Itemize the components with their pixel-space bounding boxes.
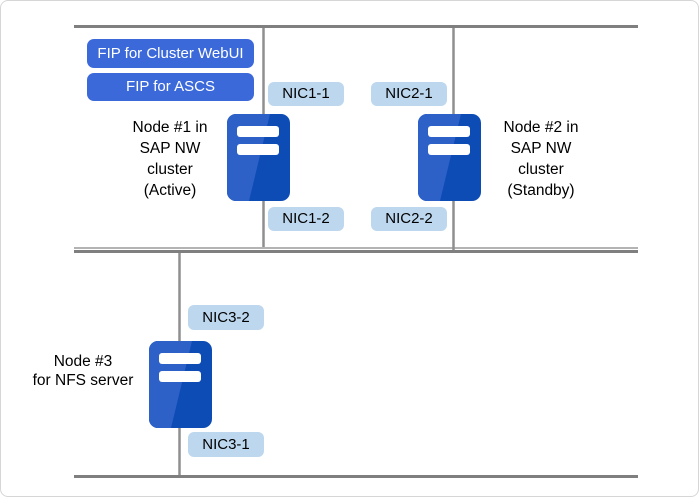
nic3-2-label: NIC3-2 bbox=[188, 305, 264, 330]
node2-label-line4: (Standby) bbox=[507, 182, 575, 199]
node1-server-icon bbox=[227, 114, 290, 201]
node2-server-icon bbox=[418, 114, 481, 201]
node2-label: Node #2 in SAP NW cluster (Standby) bbox=[461, 117, 621, 201]
nic3-1-label: NIC3-1 bbox=[188, 432, 264, 457]
node2-label-line3: cluster bbox=[518, 161, 564, 178]
nic2-1-label: NIC2-1 bbox=[371, 82, 447, 106]
node1-label-line4: (Active) bbox=[143, 182, 197, 199]
node3-label-line2: for NFS server bbox=[32, 372, 134, 389]
node1-label-line1: Node #1 in bbox=[132, 119, 208, 136]
node1-label-line2: SAP NW bbox=[139, 140, 201, 157]
node3-server-icon bbox=[149, 341, 212, 428]
node2-label-line2: SAP NW bbox=[510, 140, 572, 157]
node3-label: Node #3 for NFS server bbox=[8, 352, 158, 390]
node2-label-line1: Node #2 in bbox=[503, 119, 579, 136]
node3-label-line1: Node #3 bbox=[53, 353, 113, 370]
fip-cluster-webui-badge: FIP for Cluster WebUI bbox=[87, 39, 254, 68]
fip-ascs-badge: FIP for ASCS bbox=[87, 73, 254, 101]
nic1-2-label: NIC1-2 bbox=[268, 207, 344, 231]
nic2-2-label: NIC2-2 bbox=[371, 207, 447, 231]
node1-label-line3: cluster bbox=[147, 161, 193, 178]
nic1-1-label: NIC1-1 bbox=[268, 82, 344, 106]
node1-label: Node #1 in SAP NW cluster (Active) bbox=[90, 117, 250, 201]
